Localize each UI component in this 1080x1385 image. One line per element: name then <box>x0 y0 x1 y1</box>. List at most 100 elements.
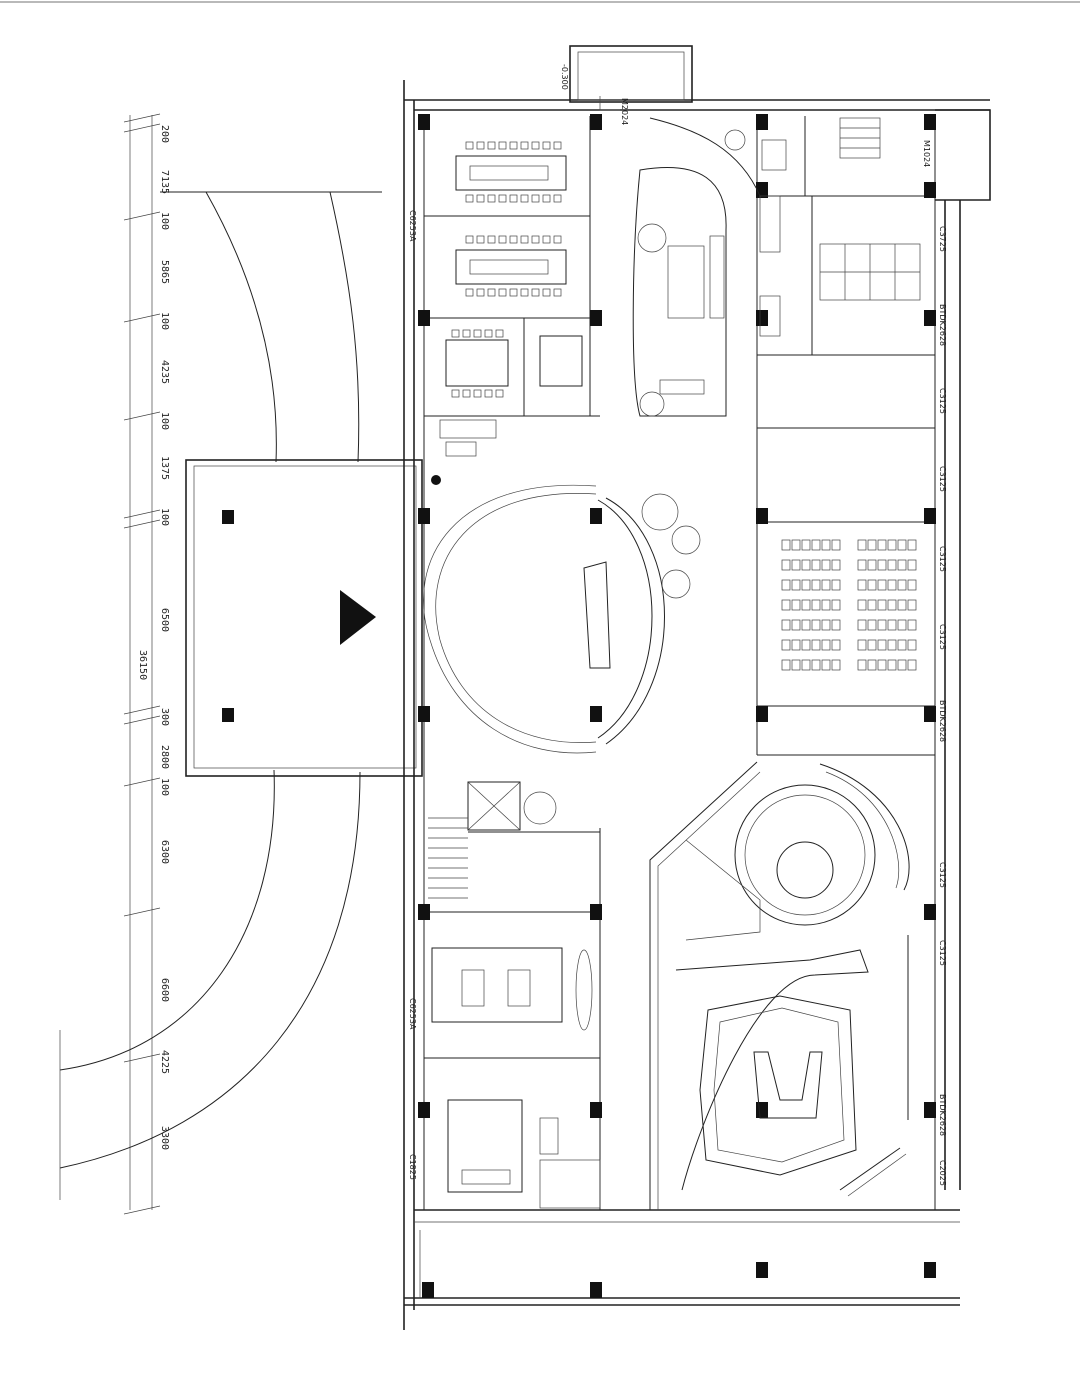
seat <box>897 659 907 671</box>
dim-text: 6600 <box>159 978 170 1002</box>
lounge-area <box>632 167 727 417</box>
chair <box>520 235 529 244</box>
seat <box>831 599 841 611</box>
column <box>590 1102 602 1118</box>
chair <box>531 235 540 244</box>
column <box>924 1262 936 1278</box>
seat <box>857 659 867 671</box>
window-code: C3725 <box>938 226 947 252</box>
column <box>756 310 768 326</box>
window-code: C2025 <box>938 1160 947 1186</box>
seat <box>821 579 831 591</box>
seat <box>781 539 791 551</box>
exterior-road <box>59 191 382 1200</box>
chair <box>498 288 507 297</box>
dim-tick <box>123 313 161 323</box>
seat <box>781 619 791 631</box>
dim-tick <box>123 777 161 787</box>
dim-text: 6300 <box>159 840 170 864</box>
exhibition-hall <box>675 763 910 1197</box>
chair <box>553 141 562 150</box>
seat <box>857 579 867 591</box>
vip-rooms <box>431 947 601 1209</box>
seat <box>811 559 821 571</box>
column <box>924 1102 936 1118</box>
seat <box>857 599 867 611</box>
dim-tick <box>123 509 161 519</box>
chair <box>509 141 518 150</box>
column <box>924 706 936 722</box>
seat <box>907 559 917 571</box>
dim-tick <box>123 123 161 133</box>
seat <box>831 659 841 671</box>
chair <box>509 194 518 203</box>
door-code: M2024 <box>620 98 629 125</box>
dim-text: 100 <box>159 412 170 430</box>
dimension-chain: 200 7135 100 5865 100 4235 100 1375 100 … <box>123 113 170 1215</box>
meeting-room-tables <box>439 155 583 457</box>
column <box>924 114 936 130</box>
seat <box>821 639 831 651</box>
seat <box>811 599 821 611</box>
seat <box>831 539 841 551</box>
chair <box>476 141 485 150</box>
window-code: C3125 <box>938 388 947 414</box>
dim-tick <box>123 211 161 221</box>
column <box>422 1282 434 1298</box>
seat <box>791 539 801 551</box>
column <box>418 706 430 722</box>
column <box>924 904 936 920</box>
building-outline <box>403 45 991 1330</box>
dim-text: 36150 <box>137 650 148 680</box>
column <box>590 1282 602 1298</box>
dim-tick <box>123 113 161 123</box>
window-code: BTDK2628 <box>938 304 947 346</box>
chair <box>465 141 474 150</box>
seat <box>897 619 907 631</box>
seat <box>857 639 867 651</box>
column <box>756 182 768 198</box>
chair <box>451 329 460 338</box>
chair <box>531 194 540 203</box>
seat <box>821 559 831 571</box>
seat <box>801 659 811 671</box>
chair <box>465 235 474 244</box>
seat <box>811 579 821 591</box>
chair <box>462 329 471 338</box>
seat <box>811 619 821 631</box>
dim-text: 100 <box>159 312 170 330</box>
column <box>418 114 430 130</box>
seat <box>791 639 801 651</box>
seat <box>801 599 811 611</box>
dim-text: 6500 <box>159 608 170 632</box>
chair <box>476 288 485 297</box>
seat <box>907 619 917 631</box>
seat <box>857 619 867 631</box>
chair <box>520 194 529 203</box>
dim-text: 5865 <box>159 260 170 284</box>
dim-tick <box>123 705 161 715</box>
chair <box>484 389 493 398</box>
seat <box>811 659 821 671</box>
seat <box>857 539 867 551</box>
chair <box>531 141 540 150</box>
column <box>924 182 936 198</box>
column <box>418 508 430 524</box>
seat <box>907 539 917 551</box>
dim-text: 100 <box>159 778 170 796</box>
seat <box>821 619 831 631</box>
chair <box>487 141 496 150</box>
seat <box>801 619 811 631</box>
seat <box>877 579 887 591</box>
chair <box>495 329 504 338</box>
seat <box>811 639 821 651</box>
window-code: BTDK2628 <box>938 1094 947 1136</box>
column <box>590 508 602 524</box>
window-code: C3125 <box>938 862 947 888</box>
entrance-canopy <box>185 459 423 777</box>
chair <box>509 288 518 297</box>
chair <box>451 389 460 398</box>
seat <box>887 559 897 571</box>
chair <box>487 235 496 244</box>
